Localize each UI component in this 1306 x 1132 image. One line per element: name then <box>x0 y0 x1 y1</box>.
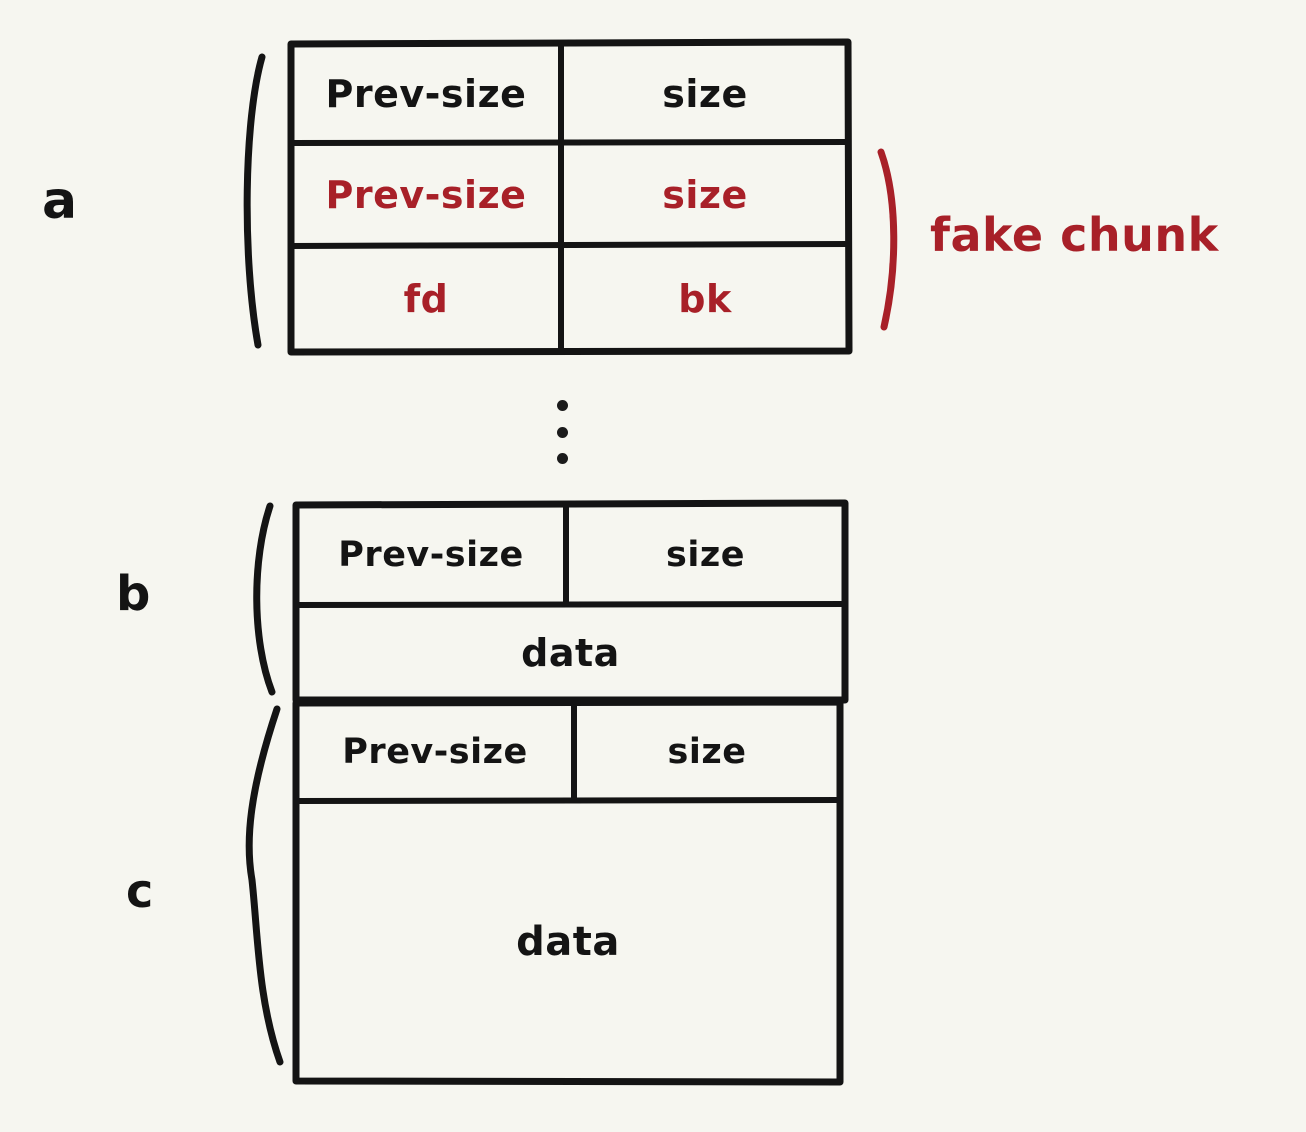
block-c-row0-cell0: Prev-size <box>342 731 528 772</box>
annotation-fake-chunk: fake chunk <box>930 208 1219 262</box>
group-label-c: c <box>126 864 154 918</box>
block-c-row1-cell0: data <box>516 918 620 965</box>
block-a-row0-cell0: Prev-size <box>325 71 527 116</box>
block-b-row0-cell0: Prev-size <box>338 534 524 575</box>
block-a-row1-cell0: Prev-size <box>325 172 527 217</box>
vertical-ellipsis-icon <box>556 400 568 464</box>
block-a-row0-cell1: size <box>662 71 748 116</box>
block-b-row1-cell0: data <box>521 630 620 675</box>
block-b-row0-cell1: size <box>666 534 745 575</box>
block-a-row2-cell0: fd <box>403 277 449 321</box>
brace-fake-chunk <box>877 148 898 331</box>
group-label-b: b <box>116 566 151 622</box>
brace-c <box>245 705 284 1066</box>
block-c-row0-cell1: size <box>667 731 747 772</box>
brace-b <box>253 502 276 696</box>
block-a-row2-cell1: bk <box>678 277 732 321</box>
brace-a <box>243 53 266 349</box>
block-a-row1-cell1: size <box>662 172 748 217</box>
group-label-a: a <box>42 171 78 231</box>
